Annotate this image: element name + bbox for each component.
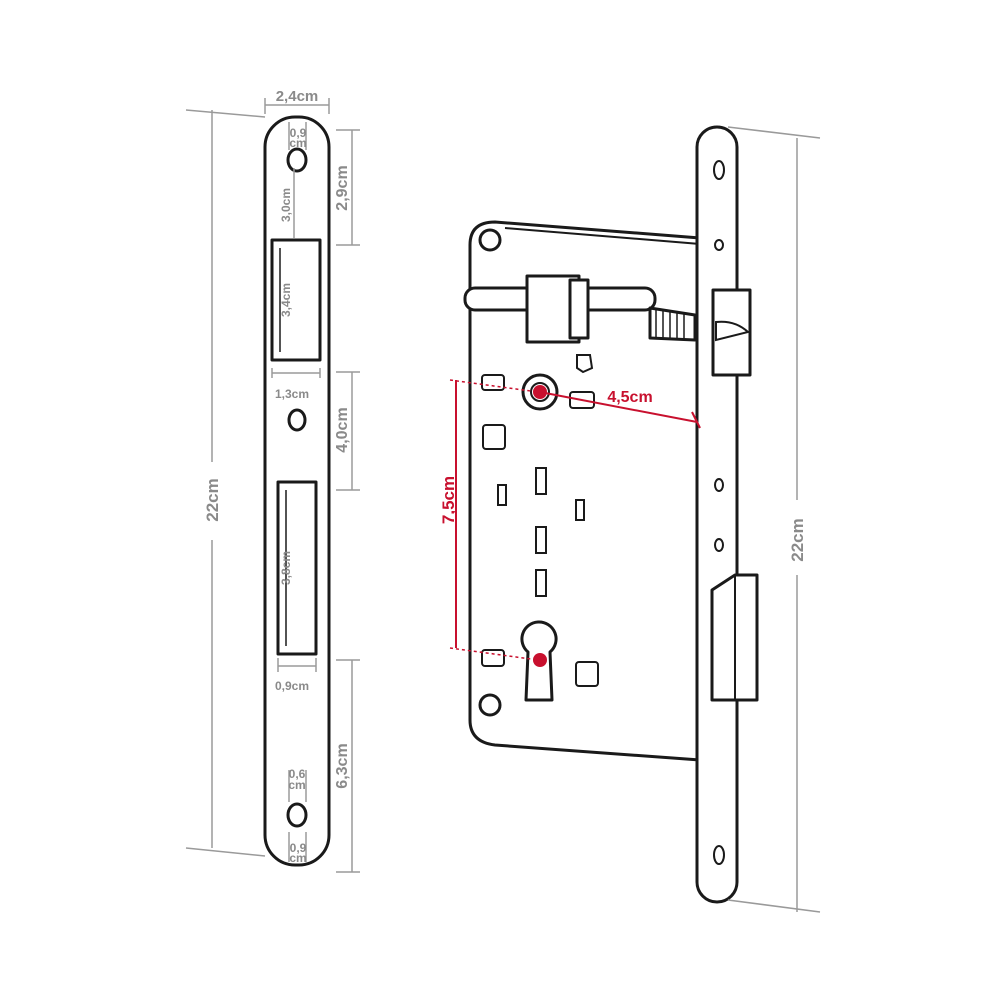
keyhole-center-dot xyxy=(533,653,547,667)
strike-height-label: 22cm xyxy=(203,478,222,521)
strike-width-label: 2,4cm xyxy=(276,88,319,105)
strike-top-screw-hole xyxy=(286,147,308,173)
follower-center-dot xyxy=(533,385,547,399)
lock-body xyxy=(463,125,759,904)
strike-latch-height-label: 3,4cm xyxy=(279,283,293,317)
indicator-mark xyxy=(576,354,594,374)
strike-latch-width-label: 1,3cm xyxy=(275,387,309,401)
strike-bottom-screw-hole xyxy=(286,802,308,828)
faceplate-height-label: 22cm xyxy=(788,518,807,561)
strike-middle-segment-label: 4,0cm xyxy=(334,407,351,452)
strike-bolt-height-label: 3,8cm xyxy=(279,551,293,585)
strike-top-segment-label: 2,9cm xyxy=(334,165,351,210)
strike-middle-screw-hole xyxy=(287,408,307,432)
backset-label: 4,5cm xyxy=(607,389,652,406)
strike-top-to-latch-label: 3,0cm xyxy=(279,188,293,222)
strike-bottom-segment-label: 6,3cm xyxy=(334,743,351,788)
lock-top-mount-hole xyxy=(478,228,502,252)
lock-bottom-mount-hole xyxy=(478,693,502,717)
lock-dimensions: 22cm 7,5cm 4,5cm xyxy=(439,126,821,913)
strike-bolt-slot xyxy=(276,480,318,656)
strike-bolt-width-label: 0,9cm xyxy=(275,679,309,693)
center-distance-label: 7,5cm xyxy=(439,476,458,524)
strike-plate xyxy=(263,115,331,867)
